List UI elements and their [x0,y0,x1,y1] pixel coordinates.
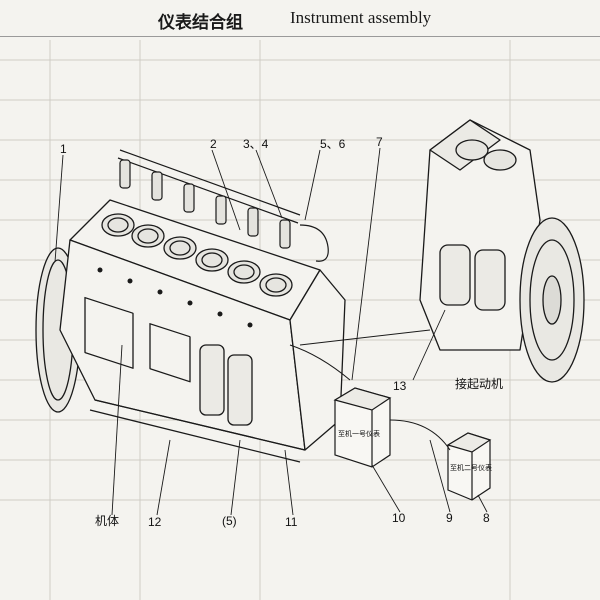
wiring [289,329,451,451]
callout-2: 2 [210,137,217,151]
label-to-starter: 接起动机 [455,376,503,391]
engine-block-rear [419,119,585,383]
callout-11: 11 [285,515,298,529]
label-engine-body: 机体 [95,514,119,528]
callout-3-4: 3、4 [243,137,269,151]
instrument-box-1-shape [333,387,392,468]
injector-rail [117,149,329,262]
callout-8: 8 [483,511,490,525]
callout-1: 1 [60,142,67,156]
instrument-box-1-label: 至机一号仪表 [338,429,380,438]
callout-5-6: 5、6 [320,137,346,151]
callout-10: 10 [392,511,406,525]
title-english: Instrument assembly [290,8,432,27]
leader-lines [54,147,488,516]
title-divider [0,36,600,37]
callout-9: 9 [446,511,453,525]
instrument-box-2-label: 至机二号仪表 [450,463,492,472]
callout-13: 13 [393,379,407,393]
callout-7: 7 [376,135,383,149]
instrument-box-2-shape [446,432,492,501]
engine-block-main [35,199,346,463]
callout-5-paren: (5) [222,514,237,528]
callout-12: 12 [148,515,162,529]
title-chinese: 仪表结合组 [158,13,243,33]
